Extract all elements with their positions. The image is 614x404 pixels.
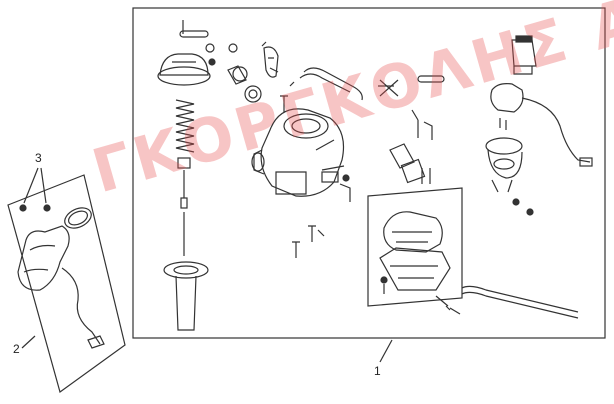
float-bowl-assembly <box>367 187 463 315</box>
callout-number-2: 2 <box>13 342 20 356</box>
leader-line-1 <box>379 339 393 363</box>
intake-manifold-part <box>17 204 105 349</box>
callout-number-1: 1 <box>374 364 381 378</box>
float-bowl-subframe <box>367 187 463 307</box>
auto-choke-assembly <box>485 35 593 216</box>
mixture-screws <box>292 225 388 294</box>
leader-line-3a <box>23 167 39 204</box>
vacuum-chamber-cap <box>157 20 211 331</box>
vent-hose <box>299 67 445 140</box>
main-assembly-frame <box>132 7 606 339</box>
carburetor-body <box>251 81 345 197</box>
callout-number-3: 3 <box>35 151 42 165</box>
leader-line-2 <box>21 335 36 349</box>
throttle-linkage <box>339 143 431 202</box>
leader-line-3b <box>40 167 47 204</box>
intake-manifold-frame <box>7 174 126 393</box>
drain-hose <box>461 285 579 319</box>
jet-needle-parts <box>205 41 279 103</box>
